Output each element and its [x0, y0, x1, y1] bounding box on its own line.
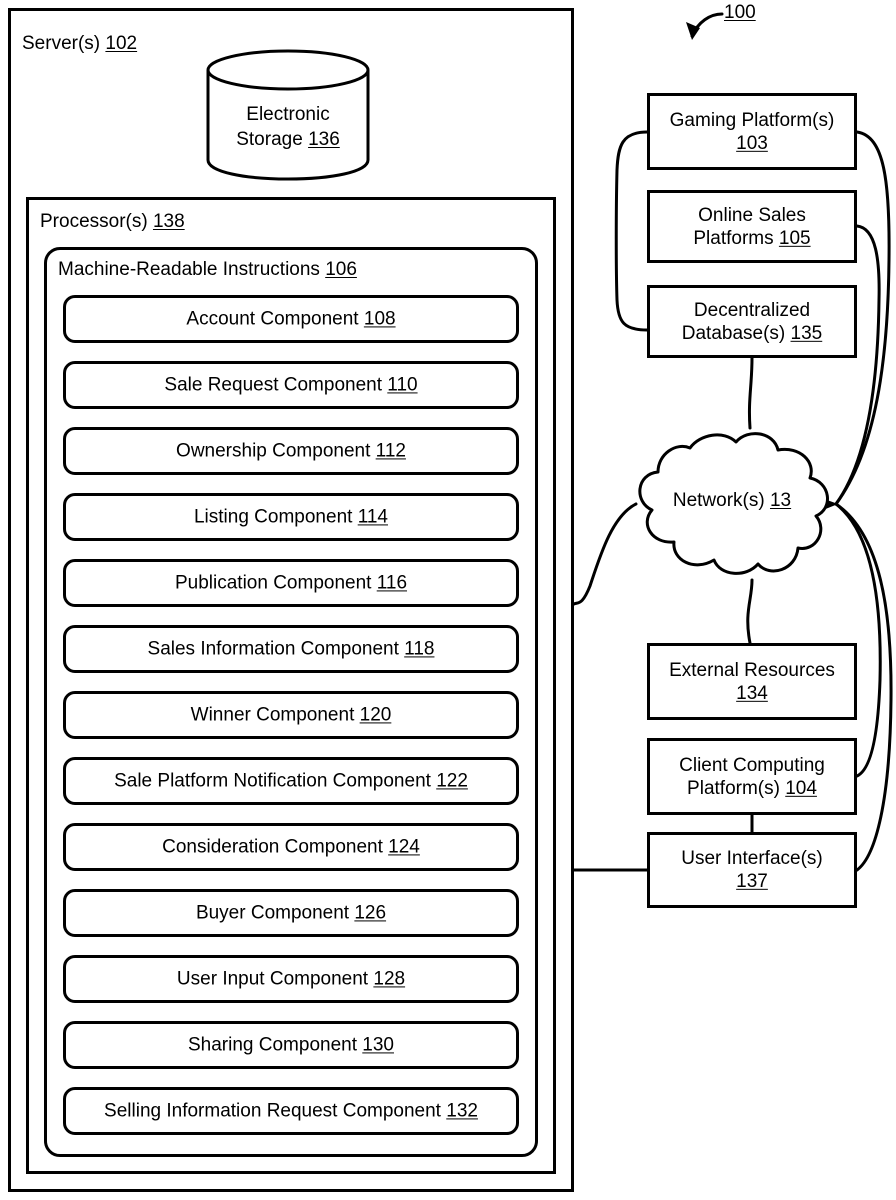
component-box: Buyer Component 126: [63, 889, 519, 937]
component-numeral: 132: [446, 1100, 478, 1122]
component-numeral: 114: [357, 506, 388, 528]
component-label: Consideration Component 124: [66, 835, 516, 858]
figure-callout-arrowhead: [686, 22, 700, 40]
component-label: Sale Request Component 110: [66, 373, 516, 396]
component-name: Winner Component: [190, 704, 360, 726]
right-node-box: Gaming Platform(s)103: [647, 93, 857, 170]
component-box: Sale Request Component 110: [63, 361, 519, 409]
network-cloud-icon: [638, 432, 829, 575]
component-box: Winner Component 120: [63, 691, 519, 739]
right-node-line1: Decentralized: [693, 299, 811, 321]
right-node-numeral: 135: [790, 322, 823, 344]
component-name: Sharing Component: [188, 1034, 363, 1056]
right-node-label: Gaming Platform(s)103: [650, 108, 854, 154]
right-node-numeral: 134: [736, 682, 768, 704]
right-node-line1: Gaming Platform(s): [669, 109, 835, 131]
component-label: Publication Component 116: [66, 571, 516, 594]
right-node-line2: Platform(s) 104: [687, 777, 817, 799]
right-node-line2: 134: [656, 682, 848, 705]
component-label: Selling Information Request Component 13…: [66, 1099, 516, 1122]
component-numeral: 122: [436, 770, 468, 792]
component-box: Sharing Component 130: [63, 1021, 519, 1069]
component-box: Listing Component 114: [63, 493, 519, 541]
right-node-numeral: 105: [778, 227, 811, 249]
component-name: User Input Component: [176, 968, 374, 990]
component-name: Selling Information Request Component: [104, 1100, 447, 1122]
right-node-line2: Database(s) 135: [681, 322, 823, 344]
component-label: Sales Information Component 118: [66, 637, 516, 660]
figure-callout-arrow-line: [690, 12, 724, 38]
component-label: Sale Platform Notification Component 122: [66, 769, 516, 792]
component-box: Publication Component 116: [63, 559, 519, 607]
right-node-line2: 103: [656, 132, 848, 155]
component-numeral: 124: [388, 836, 420, 858]
component-name: Sale Platform Notification Component: [114, 770, 437, 792]
component-numeral: 128: [373, 968, 406, 990]
right-node-line1: External Resources: [669, 659, 835, 681]
right-node-line2: Platforms 105: [693, 227, 811, 249]
component-box: Sale Platform Notification Component 122: [63, 757, 519, 805]
component-label: Sharing Component 130: [66, 1033, 516, 1056]
right-node-line2: 137: [656, 870, 848, 893]
component-label: Listing Component 114: [66, 505, 516, 528]
component-name: Consideration Component: [162, 836, 389, 858]
component-box: Account Component 108: [63, 295, 519, 343]
component-box: Sales Information Component 118: [63, 625, 519, 673]
right-node-numeral: 137: [736, 871, 768, 892]
right-node-numeral: 103: [736, 132, 768, 154]
component-name: Publication Component: [174, 572, 377, 594]
component-box: Ownership Component 112: [63, 427, 519, 475]
server-label: Server(s) 102: [22, 33, 138, 54]
component-numeral: 112: [375, 440, 406, 462]
figure-number: 100: [724, 2, 756, 23]
component-name: Account Component: [186, 308, 364, 330]
component-name: Sale Request Component: [164, 374, 388, 396]
network-to-client-platform-curve: [834, 502, 882, 778]
right-node-line1: Online Sales: [698, 204, 806, 226]
network-to-server-curve: [572, 502, 638, 606]
component-name: Listing Component: [193, 506, 358, 528]
component-numeral: 120: [359, 704, 392, 726]
component-box: Selling Information Request Component 13…: [63, 1087, 519, 1135]
component-label: Buyer Component 126: [66, 901, 516, 924]
online-sales-to-network-curve: [834, 224, 881, 506]
component-numeral: 126: [354, 902, 387, 924]
decentralized-to-network-line: [747, 356, 754, 430]
right-node-label: User Interface(s)137: [650, 847, 854, 893]
machine-readable-instructions-label: Machine-Readable Instructions 106: [58, 259, 357, 280]
component-name: Ownership Component: [176, 440, 376, 462]
component-numeral: 118: [404, 638, 435, 660]
component-label: Account Component 108: [66, 307, 516, 330]
network-to-external-resources-line: [746, 578, 754, 645]
component-numeral: 110: [387, 374, 418, 396]
component-box: Consideration Component 124: [63, 823, 519, 871]
component-label: Winner Component 120: [66, 703, 516, 726]
component-label: User Input Component 128: [66, 967, 516, 990]
component-label: Ownership Component 112: [66, 439, 516, 462]
component-numeral: 108: [363, 308, 396, 330]
right-node-line1: User Interface(s): [681, 847, 823, 869]
electronic-storage-label: Electronic Storage 136: [236, 104, 340, 150]
right-node-box: User Interface(s)137: [647, 832, 857, 908]
right-node-line1: Client Computing: [679, 754, 825, 776]
component-numeral: 130: [362, 1034, 394, 1056]
component-name: Sales Information Component: [147, 638, 405, 660]
left-bracket-connector: [614, 130, 649, 332]
electronic-storage-cylinder-icon: [206, 49, 370, 181]
component-box: User Input Component 128: [63, 955, 519, 1003]
network-label: Network(s) 13: [672, 490, 792, 511]
component-numeral: 116: [376, 572, 408, 594]
component-name: Buyer Component: [195, 902, 355, 924]
right-node-numeral: 104: [785, 777, 817, 799]
processor-label: Processor(s) 138: [40, 211, 185, 232]
